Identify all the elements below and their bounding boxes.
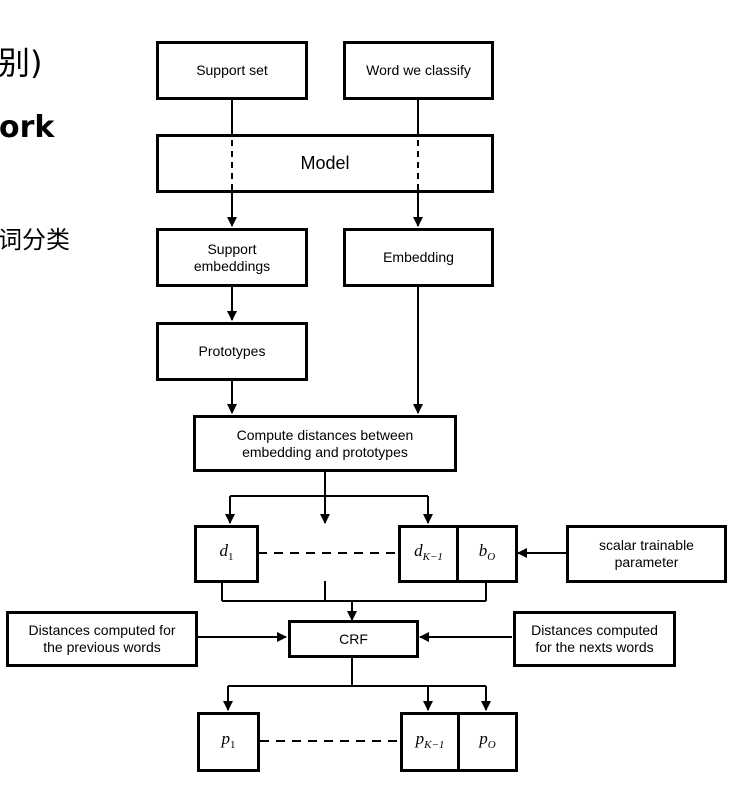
- crf-label: CRF: [339, 630, 368, 647]
- dK1-label: dK−1: [414, 541, 443, 563]
- prototypes-label: Prototypes: [198, 343, 266, 359]
- dK1-box: dK−1: [398, 525, 459, 583]
- support-embeddings-label-line1: Support: [207, 240, 257, 257]
- compute-distances-label-line2: embedding and prototypes: [242, 443, 408, 460]
- previous-words-label-line1: Distances computed for: [28, 622, 176, 638]
- compute-distances-box: Compute distances between embedding and …: [193, 415, 457, 472]
- embedding-label: Embedding: [383, 249, 454, 265]
- crf-box: CRF: [288, 620, 419, 658]
- bO-label: bO: [478, 541, 496, 563]
- model-label: Model: [296, 154, 354, 172]
- slide-title-fragment: 别): [0, 44, 43, 82]
- support-embeddings-label-line2: embeddings: [193, 257, 271, 274]
- prototypes-box: Prototypes: [156, 322, 308, 381]
- scalar-trainable-label-line1: scalar trainable: [599, 537, 694, 553]
- d1-box: d1: [194, 525, 259, 583]
- previous-words-distances-box: Distances computed for the previous word…: [6, 611, 198, 667]
- embedding-box: Embedding: [343, 228, 494, 287]
- scalar-trainable-label-line2: parameter: [614, 554, 679, 570]
- pK1-label: pK−1: [415, 729, 445, 751]
- next-words-label-line2: for the nexts words: [535, 639, 654, 655]
- compute-distances-label-line1: Compute distances between: [236, 426, 414, 443]
- next-words-distances-box: Distances computed for the nexts words: [513, 611, 676, 667]
- word-we-classify-label: Word we classify: [366, 62, 471, 78]
- word-we-classify-box: Word we classify: [343, 41, 494, 100]
- p1-box: p1: [197, 712, 260, 772]
- bO-box: bO: [456, 525, 518, 583]
- pO-box: pO: [457, 712, 518, 772]
- previous-words-label-line2: the previous words: [43, 639, 161, 655]
- support-set-label: Support set: [196, 62, 268, 78]
- slide-body-fragment: 词分类: [0, 226, 70, 254]
- model-box: Model: [156, 134, 494, 193]
- pO-label: pO: [479, 729, 496, 751]
- scalar-trainable-parameter-box: scalar trainable parameter: [566, 525, 727, 583]
- d1-label: d1: [219, 541, 234, 563]
- p1-label: p1: [221, 729, 236, 751]
- slide-subtitle-fragment: ork: [0, 110, 55, 145]
- pK1-box: pK−1: [400, 712, 460, 772]
- support-embeddings-box: Support embeddings: [156, 228, 308, 287]
- next-words-label-line1: Distances computed: [531, 622, 658, 638]
- support-set-box: Support set: [156, 41, 308, 100]
